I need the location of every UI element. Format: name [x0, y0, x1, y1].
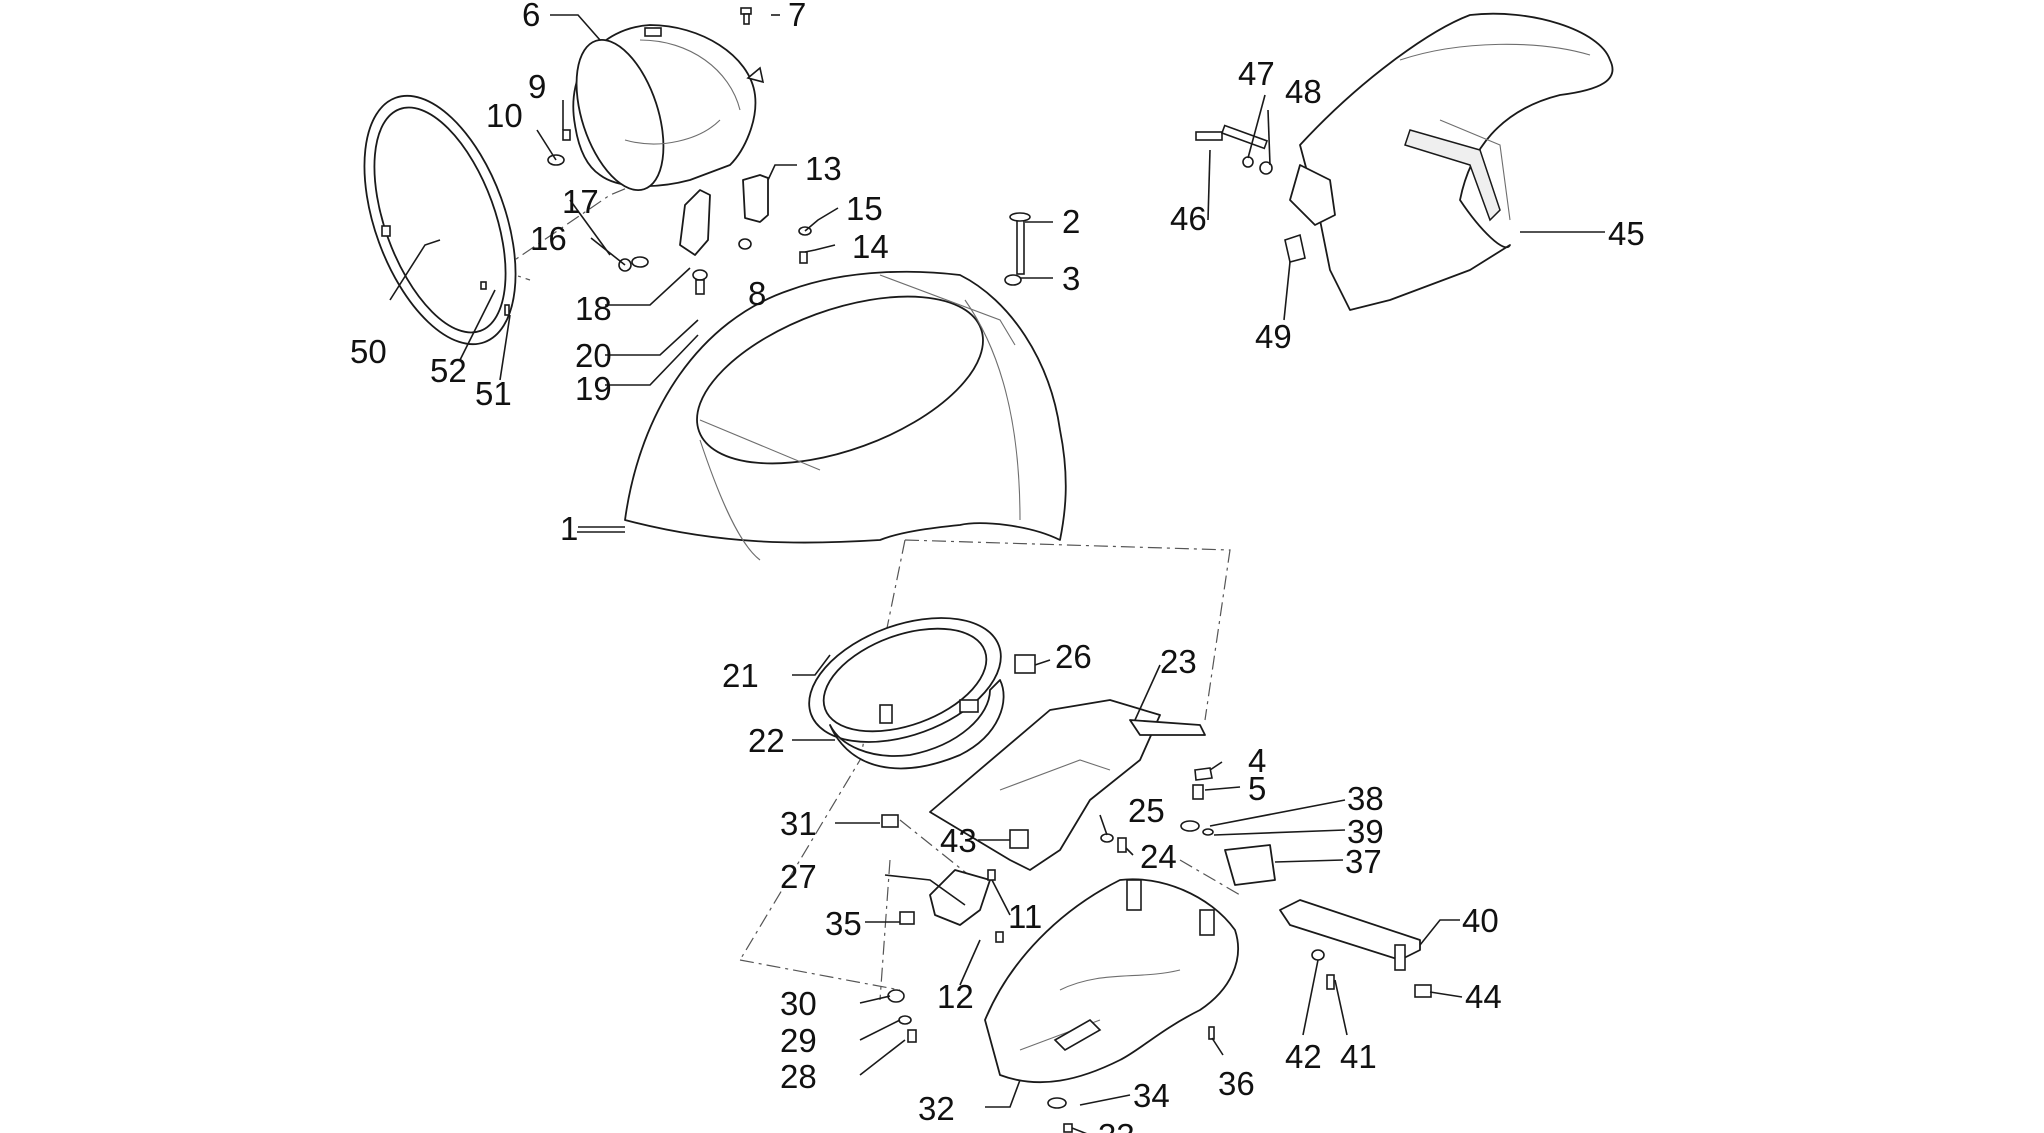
label-42: 42: [1285, 1038, 1322, 1075]
label-35: 35: [825, 905, 862, 942]
headlight-rim-part: [363, 94, 517, 346]
label-11: 11: [1008, 898, 1042, 935]
label-32: 32: [918, 1090, 955, 1127]
label-20: 20: [575, 337, 612, 374]
label-17: 17: [562, 183, 599, 220]
label-10: 10: [486, 97, 523, 134]
label-52: 52: [430, 352, 467, 389]
part-labels: 1 2 3 4 5 6 7 8 9 10 11 12 13 14 15 16 1…: [350, 0, 1645, 1133]
lower-cover-part: [984, 878, 1239, 1084]
label-7: 7: [788, 0, 806, 33]
label-2: 2: [1062, 203, 1080, 240]
label-41: 41: [1340, 1038, 1377, 1075]
label-43: 43: [940, 822, 977, 859]
label-4: 4: [1248, 742, 1266, 779]
label-24: 24: [1140, 838, 1177, 875]
label-19: 19: [575, 370, 612, 407]
label-23: 23: [1160, 643, 1197, 680]
label-46: 46: [1170, 200, 1207, 237]
label-9: 9: [528, 68, 546, 105]
label-26: 26: [1055, 638, 1092, 675]
label-3: 3: [1062, 260, 1080, 297]
label-29: 29: [780, 1022, 817, 1059]
label-40: 40: [1462, 902, 1499, 939]
label-28: 28: [780, 1058, 817, 1095]
label-47: 47: [1238, 55, 1275, 92]
label-33: 33: [1098, 1117, 1135, 1133]
label-27: 27: [780, 858, 817, 895]
headlight-hardware: [480, 7, 1031, 316]
label-39: 39: [1347, 813, 1384, 850]
adapter-ring-part: [808, 617, 1005, 770]
label-50: 50: [350, 333, 387, 370]
label-49: 49: [1255, 318, 1292, 355]
mounting-bracket-part: [929, 654, 1213, 871]
front-shield-part: [624, 270, 1067, 561]
label-5: 5: [1248, 770, 1266, 807]
label-45: 45: [1608, 215, 1645, 252]
label-48: 48: [1285, 73, 1322, 110]
lower-bracket-part: [1180, 820, 1432, 998]
label-37: 37: [1345, 843, 1382, 880]
label-18: 18: [575, 290, 612, 327]
label-34: 34: [1133, 1077, 1170, 1114]
rear-fender-part: [1195, 12, 1614, 311]
bottom-left-hardware: [881, 814, 1215, 1133]
label-21: 21: [722, 657, 759, 694]
alignment-lines: [499, 137, 1241, 1001]
leader-lines: [389, 14, 1605, 1133]
label-12: 12: [937, 978, 974, 1015]
label-14: 14: [852, 228, 889, 265]
label-30: 30: [780, 985, 817, 1022]
label-16: 16: [530, 220, 567, 257]
label-8: 8: [748, 275, 766, 312]
label-36: 36: [1218, 1065, 1255, 1102]
label-31: 31: [780, 805, 817, 842]
label-25: 25: [1128, 792, 1165, 829]
label-22: 22: [748, 722, 785, 759]
label-6: 6: [522, 0, 540, 33]
label-15: 15: [846, 190, 883, 227]
label-1: 1: [560, 510, 578, 547]
label-44: 44: [1465, 978, 1502, 1015]
headlight-shell-part: [572, 24, 765, 192]
label-38: 38: [1347, 780, 1384, 817]
label-13: 13: [805, 150, 842, 187]
label-51: 51: [475, 375, 512, 412]
